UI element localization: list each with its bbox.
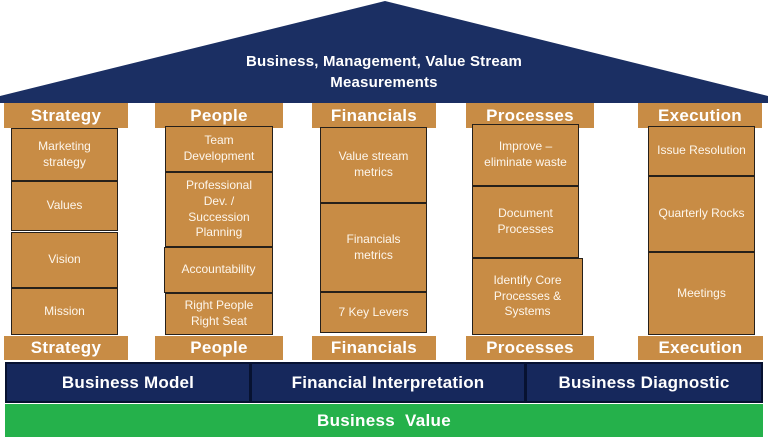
pillar-block-quarterly-rocks: Quarterly Rocks [648,176,755,252]
pillar-base-processes: Processes [466,336,594,360]
roof-title-line1: Business, Management, Value Stream [245,53,523,70]
pillar-block-financials-metrics: Financials metrics [320,203,427,292]
pillar-block-issue-resolution: Issue Resolution [648,126,755,176]
pillar-base-execution: Execution [638,336,763,360]
pillar-capital-execution: Execution [638,103,762,128]
pillar-base-people: People [155,336,283,360]
pillar-block-value-stream-metrics: Value stream metrics [320,127,427,203]
pillar-capital-processes: Processes [466,103,594,128]
pillar-block-right-people: Right People Right Seat [165,293,273,335]
pillar-base-strategy: Strategy [4,336,128,360]
roof-title: Business, Management, Value Stream Measu… [0,51,768,93]
pillar-block-accountability: Accountability [164,247,273,293]
pillar-block-marketing-strategy: Marketing strategy [11,128,118,181]
pillar-block-meetings: Meetings [648,252,755,335]
pillar-block-professional-dev: Professional Dev. / Succession Planning [165,172,273,247]
foundation-segment-financial-interpretation: Financial Interpretation [249,364,524,401]
pillar-base-financials: Financials [312,336,436,360]
pillar-block-mission: Mission [11,288,118,335]
foundation-bar: Business Model Financial Interpretation … [5,362,763,403]
roof-triangle [0,1,768,103]
pillar-block-7-key-levers: 7 Key Levers [320,292,427,333]
foundation-segment-business-diagnostic: Business Diagnostic [524,364,761,401]
roof-title-line2: Measurements [330,74,438,91]
pillar-capital-financials: Financials [312,103,436,128]
pillar-block-vision: Vision [11,232,118,288]
pillar-capital-people: People [155,103,283,128]
pillar-capital-strategy: Strategy [4,103,128,128]
business-value-bar: Business Value [5,404,763,437]
pillar-block-improve-eliminate-waste: Improve – eliminate waste [472,124,579,186]
pillar-block-team-development: Team Development [165,126,273,172]
foundation-segment-business-model: Business Model [61,372,195,392]
pillar-block-identify-core-processes: Identify Core Processes & Systems [472,258,583,335]
pillar-block-document-processes: Document Processes [472,186,579,258]
pillar-block-values: Values [11,181,118,231]
